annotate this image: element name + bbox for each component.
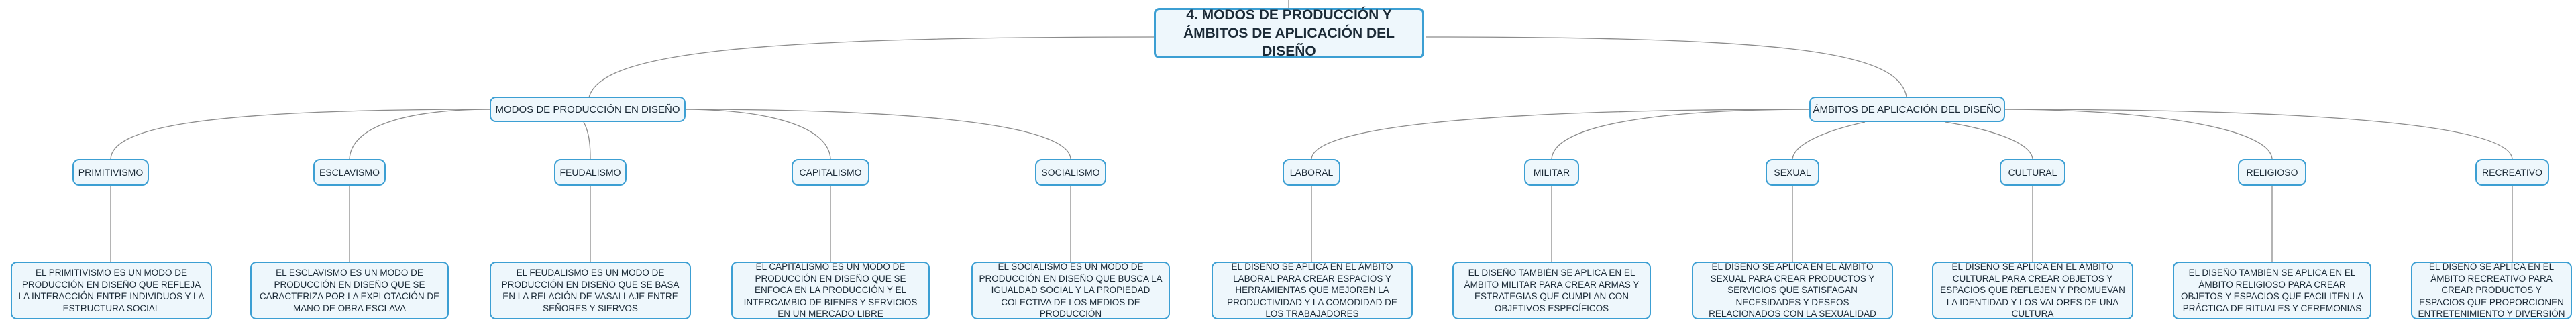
connector-ambitos-sexual — [1792, 121, 1866, 160]
description-text: EL FEUDALISMO ES UN MODO DE PRODUCCIÓN E… — [501, 268, 680, 313]
description-capitalismo[interactable]: EL CAPITALISMO ES UN MODO DE PRODUCCIÓN … — [731, 262, 930, 319]
description-laboral[interactable]: EL DISEÑO SE APLICA EN EL ÁMBITO LABORAL… — [1212, 262, 1413, 319]
topic-label: RECREATIVO — [2482, 167, 2542, 178]
description-text: EL DISEÑO TAMBIÉN SE APLICA EN EL ÁMBITO… — [2180, 268, 2364, 313]
description-sexual[interactable]: EL DISEÑO SE APLICA EN EL ÁMBITO SEXUAL … — [1692, 262, 1893, 319]
topic-militar[interactable]: MILITAR — [1524, 159, 1579, 186]
description-religioso[interactable]: EL DISEÑO TAMBIÉN SE APLICA EN EL ÁMBITO… — [2173, 262, 2371, 319]
topic-label: ESCLAVISMO — [319, 167, 380, 178]
topic-label: PRIMITIVISMO — [78, 167, 144, 178]
topic-label: CULTURAL — [2008, 167, 2057, 178]
description-text: EL SOCIALISMO ES UN MODO DE PRODUCCIÓN E… — [979, 262, 1163, 319]
connector-ambitos-religioso — [2000, 109, 2273, 160]
connector-root-ambitos — [1425, 36, 1908, 103]
topic-cultural[interactable]: CULTURAL — [2000, 159, 2065, 186]
description-cultural[interactable]: EL DISEÑO SE APLICA EN EL ÁMBITO CULTURA… — [1932, 262, 2133, 319]
description-text: EL ESCLAVISMO ES UN MODO DE PRODUCCIÓN E… — [259, 268, 440, 313]
connector-root-modos — [588, 36, 1155, 103]
topic-capitalismo[interactable]: CAPITALISMO — [792, 159, 869, 186]
topic-primitivismo[interactable]: PRIMITIVISMO — [72, 159, 149, 186]
description-text: EL CAPITALISMO ES UN MODO DE PRODUCCIÓN … — [743, 262, 918, 319]
description-text: EL DISEÑO SE APLICA EN EL ÁMBITO SEXUAL … — [1709, 262, 1876, 319]
topic-laboral[interactable]: LABORAL — [1283, 159, 1340, 186]
description-militar[interactable]: EL DISEÑO TAMBIÉN SE APLICA EN EL ÁMBITO… — [1452, 262, 1651, 319]
branch-ambitos-de-aplicacion[interactable]: ÁMBITOS DE APLICACIÓN DEL DISEÑO — [1809, 97, 2005, 122]
description-feudalismo[interactable]: EL FEUDALISMO ES UN MODO DE PRODUCCIÓN E… — [490, 262, 691, 319]
branch-label: MODOS DE PRODUCCIÓN EN DISEÑO — [495, 103, 680, 115]
topic-religioso[interactable]: RELIGIOSO — [2238, 159, 2306, 186]
description-socialismo[interactable]: EL SOCIALISMO ES UN MODO DE PRODUCCIÓN E… — [971, 262, 1170, 319]
description-text: EL PRIMITIVISMO ES UN MODO DE PRODUCCIÓN… — [18, 268, 205, 313]
topic-socialismo[interactable]: SOCIALISMO — [1035, 159, 1106, 186]
topic-label: RELIGIOSO — [2246, 167, 2298, 178]
root-title: 4. MODOS DE PRODUCCIÓN Y ÁMBITOS DE APLI… — [1183, 7, 1395, 59]
connector-modos-socialismo — [684, 109, 1071, 160]
topic-sexual[interactable]: SEXUAL — [1766, 159, 1819, 186]
branch-label: ÁMBITOS DE APLICACIÓN DEL DISEÑO — [1813, 103, 2002, 115]
description-esclavismo[interactable]: EL ESCLAVISMO ES UN MODO DE PRODUCCIÓN E… — [250, 262, 449, 319]
topic-label: MILITAR — [1533, 167, 1570, 178]
topic-esclavismo[interactable]: ESCLAVISMO — [313, 159, 386, 186]
branch-modos-de-produccion[interactable]: MODOS DE PRODUCCIÓN EN DISEÑO — [490, 97, 686, 122]
connector-modos-capitalismo — [680, 109, 831, 160]
description-text: EL DISEÑO TAMBIÉN SE APLICA EN EL ÁMBITO… — [1464, 268, 1640, 313]
connector-lines — [110, 0, 2513, 262]
description-primitivismo[interactable]: EL PRIMITIVISMO ES UN MODO DE PRODUCCIÓN… — [11, 262, 212, 319]
description-text: EL DISEÑO SE APLICA EN EL ÁMBITO CULTURA… — [1940, 262, 2125, 319]
topic-label: SOCIALISMO — [1041, 167, 1100, 178]
topic-feudalismo[interactable]: FEUDALISMO — [554, 159, 627, 186]
connector-modos-primitivismo — [110, 109, 490, 160]
connector-ambitos-militar — [1551, 109, 1815, 160]
description-text: EL DISEÑO SE APLICA EN EL ÁMBITO RECREAT… — [2418, 262, 2565, 319]
topic-label: FEUDALISMO — [559, 167, 621, 178]
description-text: EL DISEÑO SE APLICA EN EL ÁMBITO LABORAL… — [1227, 262, 1397, 319]
description-recreativo[interactable]: EL DISEÑO SE APLICA EN EL ÁMBITO RECREAT… — [2411, 262, 2572, 319]
topic-recreativo[interactable]: RECREATIVO — [2475, 159, 2549, 186]
root-node[interactable]: 4. MODOS DE PRODUCCIÓN Y ÁMBITOS DE APLI… — [1154, 7, 1424, 59]
connector-ambitos-recreativo — [2002, 109, 2513, 160]
connector-ambitos-laboral — [1311, 109, 1813, 160]
connector-ambitos-cultural — [1945, 121, 2033, 160]
connector-modos-esclavismo — [349, 109, 494, 160]
topic-label: CAPITALISMO — [799, 167, 862, 178]
topic-label: SEXUAL — [1774, 167, 1811, 178]
connector-modos-feudalismo — [583, 121, 591, 160]
topic-label: LABORAL — [1289, 167, 1334, 178]
